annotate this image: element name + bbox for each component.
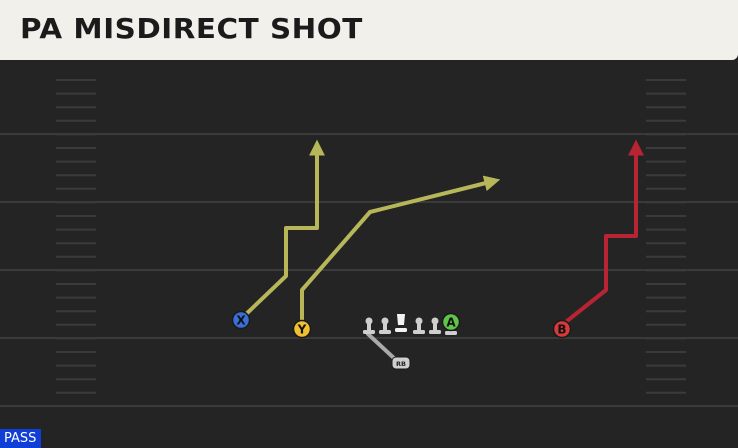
player-x[interactable]: X (231, 310, 251, 330)
hash-marks-right (646, 79, 686, 394)
player-a-label: A (446, 316, 456, 330)
player-y-label: Y (297, 323, 307, 337)
player-b-label: B (557, 323, 566, 337)
hash-marks-left (56, 79, 96, 394)
lineman-icon (429, 317, 441, 334)
player-x-label: X (236, 314, 246, 328)
play-title: PA MISDIRECT SHOT (20, 12, 363, 45)
center-icon (395, 314, 407, 332)
play-type-badge: PASS (0, 429, 42, 448)
player-y[interactable]: Y (292, 319, 312, 339)
route-x (240, 139, 325, 320)
title-bar: PA MISDIRECT SHOT (0, 0, 738, 60)
route-b (560, 139, 644, 327)
route-rb (366, 332, 398, 362)
tight-end-stance (445, 331, 457, 335)
route-y (300, 175, 501, 326)
player-a[interactable]: A (441, 312, 461, 332)
lineman-icon (413, 317, 425, 334)
offensive-line (363, 314, 457, 335)
play-field (0, 60, 738, 448)
lineman-icon (379, 317, 391, 334)
player-b[interactable]: B (552, 319, 572, 339)
player-rb-label: RB (396, 360, 406, 368)
lineman-icon (363, 317, 375, 334)
yard-lines (0, 133, 738, 407)
player-rb[interactable]: RB (391, 356, 411, 370)
